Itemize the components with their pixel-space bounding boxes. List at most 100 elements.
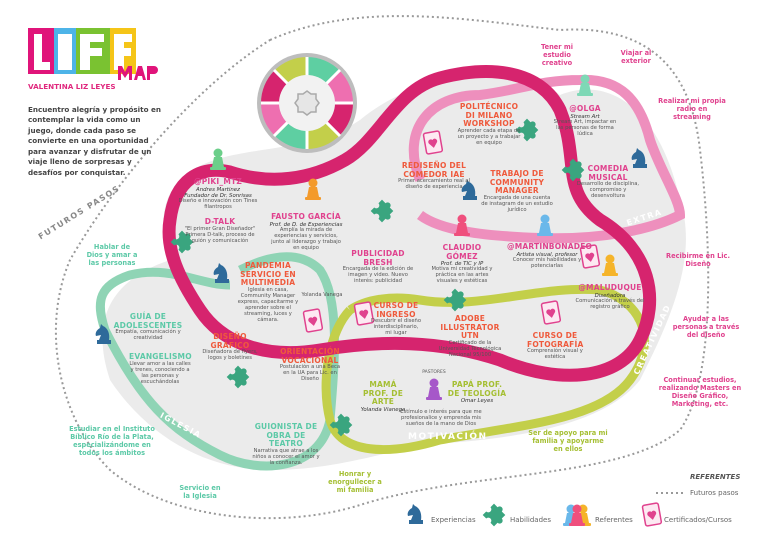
card-icon xyxy=(302,308,324,333)
item-desc: Encargada de una cuenta de instagram de … xyxy=(481,194,553,213)
future-familia-apoyo: Ser de apoyo para mi familia y apoyarme … xyxy=(528,429,608,453)
item-desc: Diseño e innovación con Tines filantropo… xyxy=(178,198,258,210)
item-desc: Llevar amor a las calles y trenes, conoc… xyxy=(129,360,191,385)
legend-title: REFERENTES xyxy=(690,473,741,481)
legend-pawns-icon xyxy=(563,504,591,526)
future-servicio: Servicio en la Iglesia xyxy=(179,484,221,500)
item-desc: Descubrir el diseño interdisciplinario, … xyxy=(370,318,422,337)
card-icon xyxy=(422,130,444,155)
future-honrar: Honrar y enorgullecer a mi familia xyxy=(328,470,382,494)
spinner-wheel xyxy=(257,53,357,153)
item-title: @PIKI_MTZ xyxy=(194,177,242,186)
item-subtitle: Artista visual, profesor xyxy=(516,251,578,258)
item-rediseno: REDISEÑO DEL COMEDOR IAE Primer acercami… xyxy=(393,161,475,191)
pastores-label: PASTORES xyxy=(422,370,446,375)
life-map-logo xyxy=(28,28,158,87)
legend-futuros: Futuros pasos xyxy=(690,489,739,497)
item-title: FAUSTO GARCÍA xyxy=(271,212,341,221)
item-desc: Narrativa que atrae a los niños a conoce… xyxy=(252,447,320,466)
path-creatividad xyxy=(162,65,657,382)
item-desc: Certificado de la Universidad Tecnológic… xyxy=(438,339,502,358)
future-viajar: Viajar al exterior xyxy=(620,49,652,65)
item-title: PUBLICIDAD BRESH xyxy=(351,249,405,267)
yolanda-tag: Yolanda Vanega xyxy=(301,292,343,298)
future-recibirme: Recibirme en Lic. Diseño xyxy=(666,252,730,268)
item-desc: Comprensión visual y estética xyxy=(527,348,583,361)
item-title: MAMÁ PROF. DE ARTE xyxy=(362,380,404,407)
legend-knight-icon xyxy=(407,504,423,524)
item-politecnico: POLITÉCNICO DI MILANO WORKSHOP Aprender … xyxy=(454,102,524,147)
item-title: CURSO DE INGRESO xyxy=(373,301,419,319)
item-desc: Postulación a una Beca en la UA para Lic… xyxy=(279,364,341,383)
item-desc: Conocer mis habilidades y potenciarlas xyxy=(512,256,582,269)
path-extra xyxy=(408,74,686,244)
item-desc: Empatía, comunicación y creatividad xyxy=(115,329,181,342)
item-title: CURSO DE FOTOGRAFÍA xyxy=(527,331,584,349)
item-bresh: PUBLICIDAD BRESH Encargada de la edición… xyxy=(341,249,415,285)
item-title: CLAUDIO GÓMEZ xyxy=(442,243,482,261)
future-masters: Continuar estudios, realizando Masters e… xyxy=(658,376,742,408)
item-subtitle: Fundador de Dr. Sonrisas xyxy=(184,192,252,199)
item-mama: MAMÁ PROF. DE ARTE Yolanda Vianega xyxy=(358,380,408,413)
item-desc: Primer acercamiento real al diseño de ex… xyxy=(398,178,470,191)
legend-certificados: Certificados/Cursos xyxy=(664,516,732,524)
item-orientacion: ORIENTACIÓN VOCACIONAL Postulación a una… xyxy=(277,347,343,383)
legend-habilidades: Habilidades xyxy=(510,516,551,524)
author-name: VALENTINA LIZ LEYES xyxy=(28,82,116,91)
item-title: ORIENTACIÓN VOCACIONAL xyxy=(280,347,340,365)
item-title: POLITÉCNICO DI MILANO WORKSHOP xyxy=(459,102,519,129)
item-evangelismo: EVANGELISMO Llevar amor a las calles y t… xyxy=(129,352,192,386)
item-fotografia: CURSO DE FOTOGRAFÍA Comprensión visual y… xyxy=(527,331,584,361)
item-papa: PAPÁ PROF. DE TEOLOGÍA Omar Leyes xyxy=(447,380,507,405)
logo-graphic xyxy=(28,28,158,80)
item-olga: @OLGA Stream Art Stream Art, impactar en… xyxy=(550,104,620,138)
item-dtalk: D-TALK "El primer Gran Diseñador" Primer… xyxy=(180,217,260,245)
item-claudio: CLAUDIO GÓMEZ Prof. de TIC y IP Motiva m… xyxy=(426,243,498,285)
item-subtitle: Andres Martinez xyxy=(196,186,240,193)
path-iglesia xyxy=(95,252,339,471)
future-ayudar: Ayudar a las personas a través del diseñ… xyxy=(672,315,740,339)
item-subtitle: Omar Leyes xyxy=(460,398,494,405)
item-title: ADOBE ILLUSTRATOR UTN xyxy=(440,314,500,341)
item-subtitle: Yolanda Vianega xyxy=(360,406,406,413)
item-desc: Comunicación a través del registro gráfi… xyxy=(575,297,645,310)
item-title: D-TALK xyxy=(204,217,236,226)
item-diseno: DISEÑO GRÁFICO Diseñadora de flyers, log… xyxy=(198,332,262,362)
item-subtitle: Prof. de TIC y IP xyxy=(440,261,484,268)
card-icon xyxy=(540,300,562,325)
item-title: DISEÑO GRÁFICO xyxy=(210,332,250,350)
item-subtitle: Prof. de D. de Experiencias xyxy=(269,221,343,228)
legend-referentes: Referentes xyxy=(595,516,633,524)
future-hablar: Hablar de Dios y amar a las personas xyxy=(86,243,138,267)
future-radio: Realizar mi propia radio en streaming xyxy=(658,97,726,121)
item-title: GUÍA DE ADOLESCENTES xyxy=(113,312,183,330)
item-desc: Encargada de la edición de imagen y vide… xyxy=(342,266,414,285)
padres-desc: Estímulo e interés para que me profesion… xyxy=(400,409,482,427)
item-martin: @MARTINBONADEO Artista visual, profesor … xyxy=(507,242,592,270)
item-desc: Iglesia en casa, Community Manager expre… xyxy=(237,286,299,323)
item-desc: Amplía la mirada de experiencias y servi… xyxy=(271,226,341,251)
item-desc: Desarrollo de disciplina, compromiso y d… xyxy=(576,181,640,200)
item-title: @OLGA xyxy=(569,104,601,113)
item-pandemia: PANDEMIA SERVICIO EN MULTIMEDIA Iglesia … xyxy=(233,261,303,324)
item-desc: Stream Art, impactar en las personas de … xyxy=(553,118,617,137)
item-comedia: COMEDIA MUSICAL Desarrollo de disciplina… xyxy=(573,164,643,200)
item-title: TRABAJO DE COMMUNITY MANAGER xyxy=(489,169,545,196)
item-desc: Diseñadora de flyers, logos y boletines xyxy=(202,349,258,362)
item-ingreso: CURSO DE INGRESO Descubrir el diseño int… xyxy=(370,301,422,337)
item-title: EVANGELISMO xyxy=(129,352,192,361)
item-desc: "El primer Gran Diseñador" Primera D-tal… xyxy=(184,225,256,244)
item-title: COMEDIA MUSICAL xyxy=(587,164,629,182)
future-instituto: Estudiar en el Instituto Bíblico Río de … xyxy=(69,425,155,457)
item-subtitle: Stream Art xyxy=(570,113,600,120)
item-adobe: ADOBE ILLUSTRATOR UTN Certificado de la … xyxy=(433,314,507,359)
item-title: REDISEÑO DEL COMEDOR IAE xyxy=(401,161,467,179)
intro-text: Encuentro alegría y propósito en contemp… xyxy=(28,105,162,177)
label-motivacion: MOTIVACIÓN xyxy=(408,432,488,442)
item-desc: Motiva mi creatividad y práctica en las … xyxy=(431,266,493,285)
item-guionista: GUIONISTA DE OBRA DE TEATRO Narrativa qu… xyxy=(252,422,320,467)
item-piki: @PIKI_MTZ Andres Martinez Fundador de Dr… xyxy=(173,177,263,211)
item-community: TRABAJO DE COMMUNITY MANAGER Encargada d… xyxy=(481,169,553,214)
item-subtitle: Diseñadora xyxy=(594,292,626,299)
